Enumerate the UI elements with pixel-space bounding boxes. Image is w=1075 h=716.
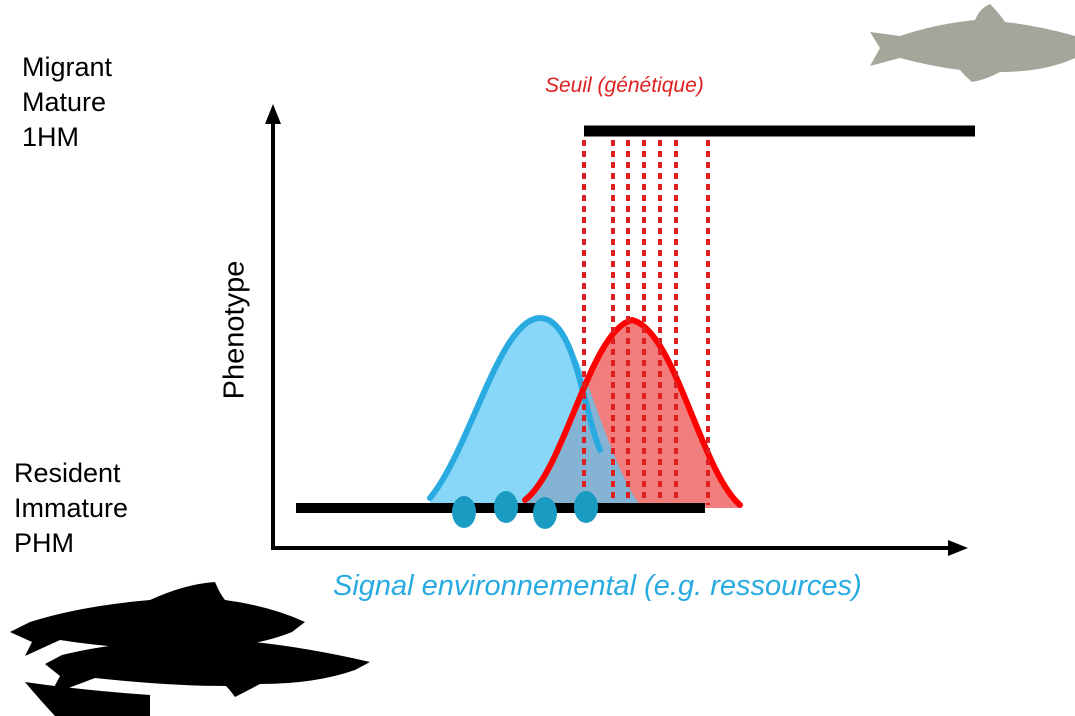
migrant-label-line-1: Migrant bbox=[22, 52, 113, 82]
migrant-label: Migrant Mature 1HM bbox=[22, 50, 112, 155]
x-axis-label: Signal environnemental (e.g. ressources) bbox=[333, 570, 862, 602]
migrant-label-line-2: Mature bbox=[22, 87, 107, 118]
threshold-lines bbox=[582, 140, 710, 510]
resident-label-line-1: Resident bbox=[14, 458, 121, 488]
resident-label-line-2: Immature bbox=[14, 493, 129, 524]
individual-dot bbox=[533, 497, 557, 529]
migrant-label-line-3: 1HM bbox=[22, 122, 80, 153]
individual-dot bbox=[574, 491, 598, 523]
resident-label: Resident Immature PHM bbox=[14, 456, 128, 561]
resident-label-line-3: PHM bbox=[14, 528, 74, 559]
y-axis-arrow bbox=[265, 104, 281, 124]
genetic-distribution-curve bbox=[522, 316, 743, 508]
x-axis-arrow bbox=[948, 540, 968, 556]
individuals bbox=[452, 491, 598, 529]
individual-dot bbox=[452, 496, 476, 528]
individual-dot bbox=[494, 491, 518, 523]
environment-distribution-fill bbox=[430, 318, 640, 508]
trout-group-icon bbox=[10, 582, 370, 716]
y-axis-label: Phenotype bbox=[218, 260, 251, 400]
trout-icon bbox=[870, 4, 1075, 82]
threshold-label: Seuil (génétique) bbox=[545, 74, 704, 97]
